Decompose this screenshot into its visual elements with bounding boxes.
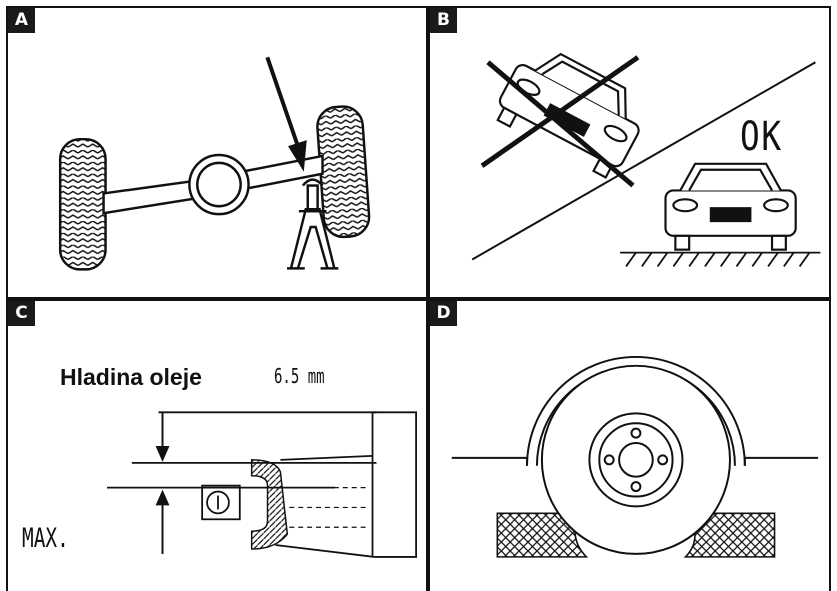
- arrow-icon: [265, 56, 307, 172]
- panel-d-tag: D: [430, 301, 457, 326]
- axle: [102, 153, 324, 216]
- slope-line: [471, 61, 816, 261]
- left-wheel: [58, 137, 107, 271]
- axle-on-jack-stand-illustration: [58, 56, 371, 271]
- panel-c: C Hladina oleje 6.5 mm MAX.: [6, 299, 428, 591]
- right-wheel: [316, 105, 371, 239]
- max-label: MAX.: [22, 523, 69, 554]
- prohibited-cross-icon: [480, 55, 640, 188]
- panel-b-tag: B: [430, 8, 457, 33]
- oil-level-label: Hladina oleje: [60, 364, 202, 390]
- down-arrow-icon: [155, 412, 170, 462]
- level-lines: [107, 411, 377, 489]
- oil-level-value: 6.5 mm: [274, 364, 325, 388]
- panel-a: A: [6, 6, 428, 299]
- wheel-chocks: [496, 512, 776, 558]
- wheel-chocks-illustration: [451, 355, 819, 558]
- oil-fill-dashes: [289, 487, 369, 528]
- panel-c-tag: C: [8, 301, 35, 326]
- ok-label: OK: [740, 114, 783, 160]
- level-ground-illustration: [471, 52, 821, 267]
- ground-hatching: [620, 251, 821, 267]
- car-on-level-ground: [664, 162, 797, 251]
- panel-d: D: [428, 299, 831, 591]
- panel-b: B: [428, 6, 831, 299]
- car-on-slope: [496, 52, 640, 179]
- drain-plug-seal: [250, 459, 289, 550]
- wheel: [540, 364, 731, 555]
- jack-stand: [287, 178, 339, 270]
- panel-a-tag: A: [8, 8, 35, 33]
- gearbox-housing: [201, 411, 417, 558]
- up-arrow-icon: [155, 489, 170, 554]
- oil-level-illustration: [107, 411, 417, 558]
